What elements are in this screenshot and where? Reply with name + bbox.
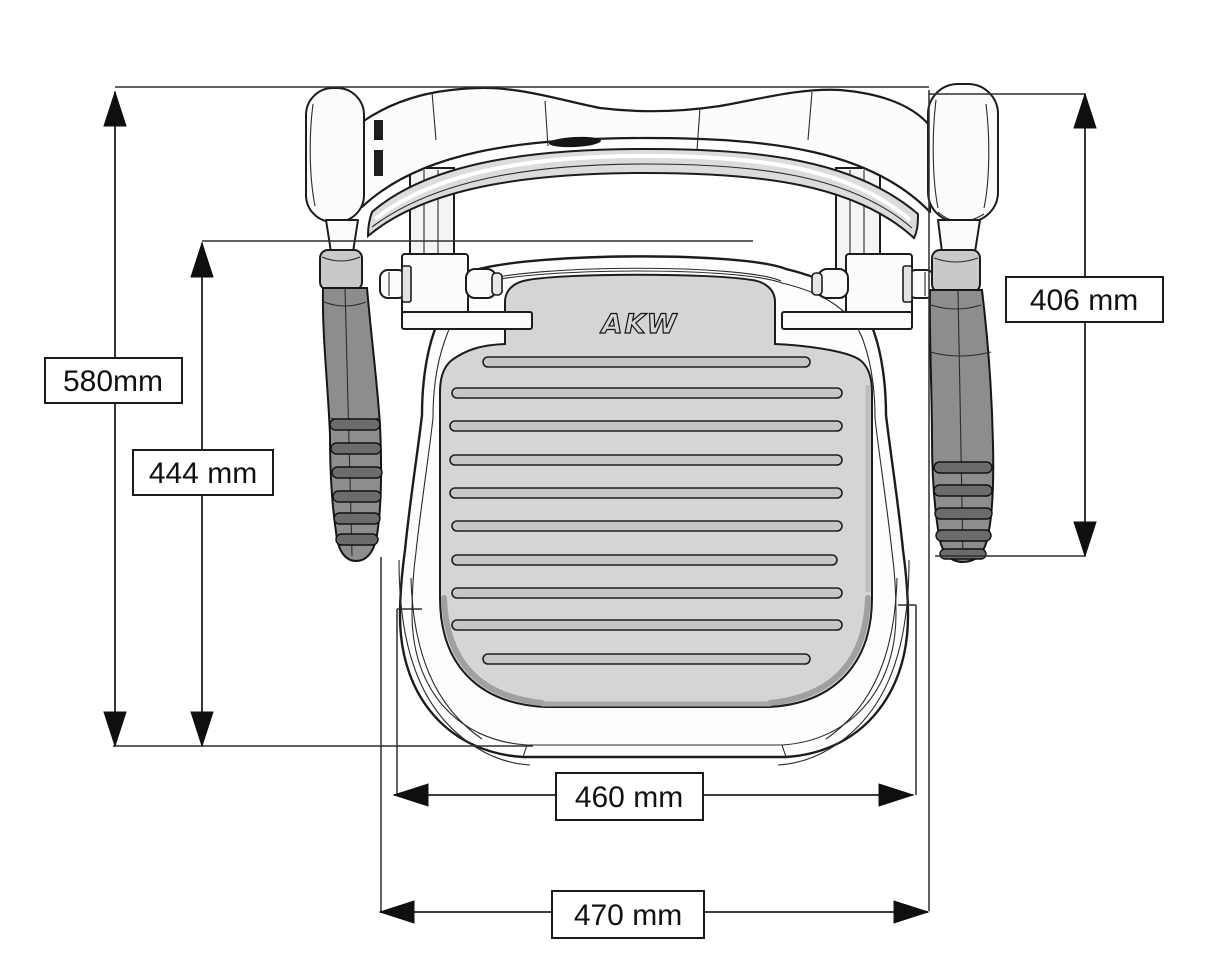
sleeve-seam bbox=[321, 256, 361, 262]
grip-rib bbox=[934, 507, 993, 520]
cushion-lower-seam bbox=[371, 163, 913, 229]
shell-seam bbox=[544, 100, 549, 147]
arrow-down-icon bbox=[103, 711, 127, 748]
groove bbox=[449, 487, 843, 499]
arrow-left-icon bbox=[392, 783, 429, 807]
dimension-mid-height: 444 mm bbox=[132, 241, 274, 748]
shell-seam bbox=[696, 107, 701, 151]
akw-logo: AKW bbox=[600, 309, 679, 340]
groove bbox=[451, 520, 843, 532]
left-grip-sleeve bbox=[319, 249, 363, 291]
grip-rib bbox=[331, 466, 383, 479]
pad-shadow-left bbox=[441, 595, 545, 706]
right-skirt-arc bbox=[777, 559, 910, 766]
grip-rib bbox=[939, 548, 987, 560]
right-head-contour bbox=[932, 99, 939, 209]
dim-label: 444 mm bbox=[149, 457, 257, 490]
left-hinge-clip bbox=[374, 150, 383, 176]
groove bbox=[482, 653, 811, 665]
right-armrest-head bbox=[927, 83, 999, 223]
groove bbox=[451, 554, 838, 566]
shell-seam bbox=[807, 91, 813, 141]
fold-up-seat: AKW bbox=[398, 255, 910, 766]
left-bracket-foot bbox=[401, 311, 533, 330]
grip-seam bbox=[930, 304, 982, 310]
grip-rib bbox=[329, 418, 381, 431]
shell-seam bbox=[431, 91, 437, 141]
arrow-right-icon bbox=[893, 900, 930, 924]
arrow-down-icon bbox=[1073, 521, 1097, 558]
dim-label: 460 mm bbox=[575, 781, 683, 814]
backrest-rail bbox=[360, 86, 932, 240]
groove bbox=[482, 356, 811, 368]
grip-rib bbox=[333, 512, 381, 525]
dimension-overall-height: 580mm bbox=[44, 90, 183, 748]
right-armrest bbox=[927, 83, 999, 564]
arrow-up-icon bbox=[190, 241, 214, 278]
groove bbox=[449, 420, 843, 432]
left-hinge-clip bbox=[374, 120, 383, 140]
dimension-seat-width: 460 mm bbox=[392, 772, 915, 821]
right-grip-sleeve bbox=[931, 249, 981, 293]
backrest-cushion bbox=[366, 147, 920, 240]
left-inner-bolt-cap bbox=[491, 272, 503, 296]
arrow-right-icon bbox=[878, 783, 915, 807]
right-grip bbox=[928, 289, 995, 564]
grip-rib bbox=[935, 529, 992, 542]
grip-rib bbox=[332, 490, 382, 503]
left-head-contour bbox=[309, 103, 316, 207]
grip-rib bbox=[335, 533, 379, 546]
grip-rib bbox=[933, 461, 993, 474]
right-head-contour bbox=[983, 103, 990, 209]
arrow-up-icon bbox=[103, 90, 127, 127]
left-washer bbox=[401, 265, 412, 303]
groove bbox=[451, 387, 843, 399]
groove bbox=[451, 587, 843, 599]
dimension-overall-width: 470 mm bbox=[378, 890, 930, 939]
right-inner-bolt-cap bbox=[811, 272, 823, 296]
right-bracket-plate bbox=[845, 253, 913, 317]
dim-label: 470 mm bbox=[574, 899, 682, 932]
arrow-left-icon bbox=[378, 900, 415, 924]
right-grip-neck bbox=[937, 219, 981, 253]
left-skirt-arc-inner bbox=[410, 577, 483, 740]
grip-rib bbox=[330, 442, 382, 455]
left-bracket-plate bbox=[401, 253, 469, 317]
pad-shadow-right bbox=[767, 595, 871, 706]
right-washer bbox=[902, 265, 913, 303]
groove bbox=[449, 454, 843, 466]
arrow-down-icon bbox=[190, 711, 214, 748]
seat-front-tick bbox=[522, 744, 528, 758]
dimension-extension-lines bbox=[113, 86, 1085, 911]
cushion-gap-highlight bbox=[373, 153, 912, 222]
backrest-shell bbox=[360, 86, 932, 214]
groove bbox=[451, 619, 843, 631]
left-grip-neck bbox=[325, 219, 359, 253]
dim-label: 406 mm bbox=[1030, 284, 1138, 317]
seat-grooves bbox=[449, 356, 843, 665]
dim-label-box bbox=[551, 890, 705, 939]
right-skirt-arc-inner bbox=[825, 577, 898, 740]
mounting-brackets bbox=[379, 253, 935, 330]
grip-seam bbox=[929, 351, 992, 357]
left-armrest bbox=[305, 87, 383, 563]
dimension-side-height: 406 mm bbox=[1005, 92, 1164, 558]
arrow-up-icon bbox=[1073, 92, 1097, 129]
grip-rib bbox=[933, 484, 993, 497]
seat-front-tick bbox=[781, 744, 787, 758]
dim-label-box bbox=[1005, 276, 1164, 323]
dim-label-box bbox=[44, 357, 183, 404]
hump-inner-line bbox=[478, 267, 782, 282]
right-bracket-foot bbox=[781, 311, 913, 330]
sleeve-seam bbox=[933, 257, 979, 263]
dim-label-box bbox=[555, 772, 704, 821]
left-skirt-arc bbox=[398, 559, 531, 766]
dim-label-box bbox=[132, 449, 274, 496]
rail-center-mark bbox=[549, 136, 601, 148]
dim-label: 580mm bbox=[63, 365, 163, 398]
